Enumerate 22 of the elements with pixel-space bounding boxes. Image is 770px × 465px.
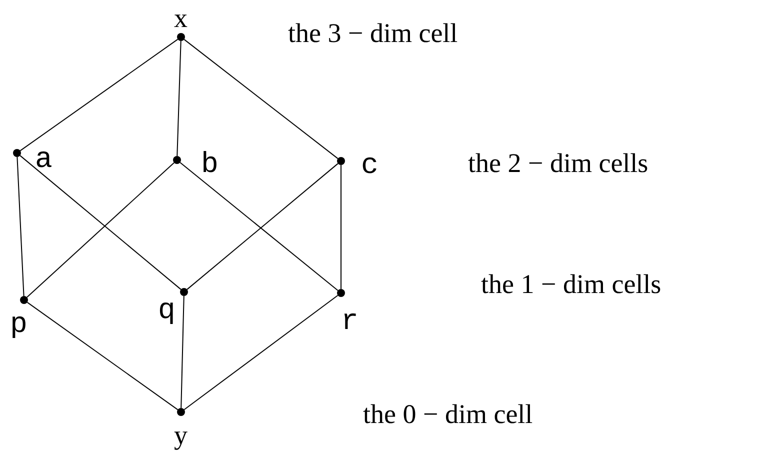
vertex-label: b: [201, 150, 218, 179]
dimension-note: the 0 − dim cell: [363, 401, 533, 428]
edge-line: [340, 164, 342, 290]
vertex-label: c: [361, 151, 378, 180]
vertex-label: p: [10, 310, 28, 339]
dimension-note: the 2 − dim cells: [468, 150, 648, 177]
edge-line: [20, 38, 178, 152]
edge-line: [184, 294, 338, 410]
vertex-label: x: [174, 5, 188, 32]
vertex-label: y: [174, 422, 188, 449]
edge-line: [26, 162, 175, 298]
edge-line: [180, 296, 184, 408]
edge-line: [20, 155, 182, 290]
edge-line: [176, 40, 182, 156]
dimension-note: the 3 − dim cell: [288, 20, 458, 47]
dimension-note: the 1 − dim cells: [481, 271, 662, 298]
vertex-label: q: [158, 296, 176, 325]
vertex-label: r: [341, 307, 358, 336]
vertex-label: a: [35, 145, 52, 174]
edge-line: [16, 156, 24, 296]
edge-line: [184, 38, 338, 160]
edge-line: [26, 302, 178, 410]
